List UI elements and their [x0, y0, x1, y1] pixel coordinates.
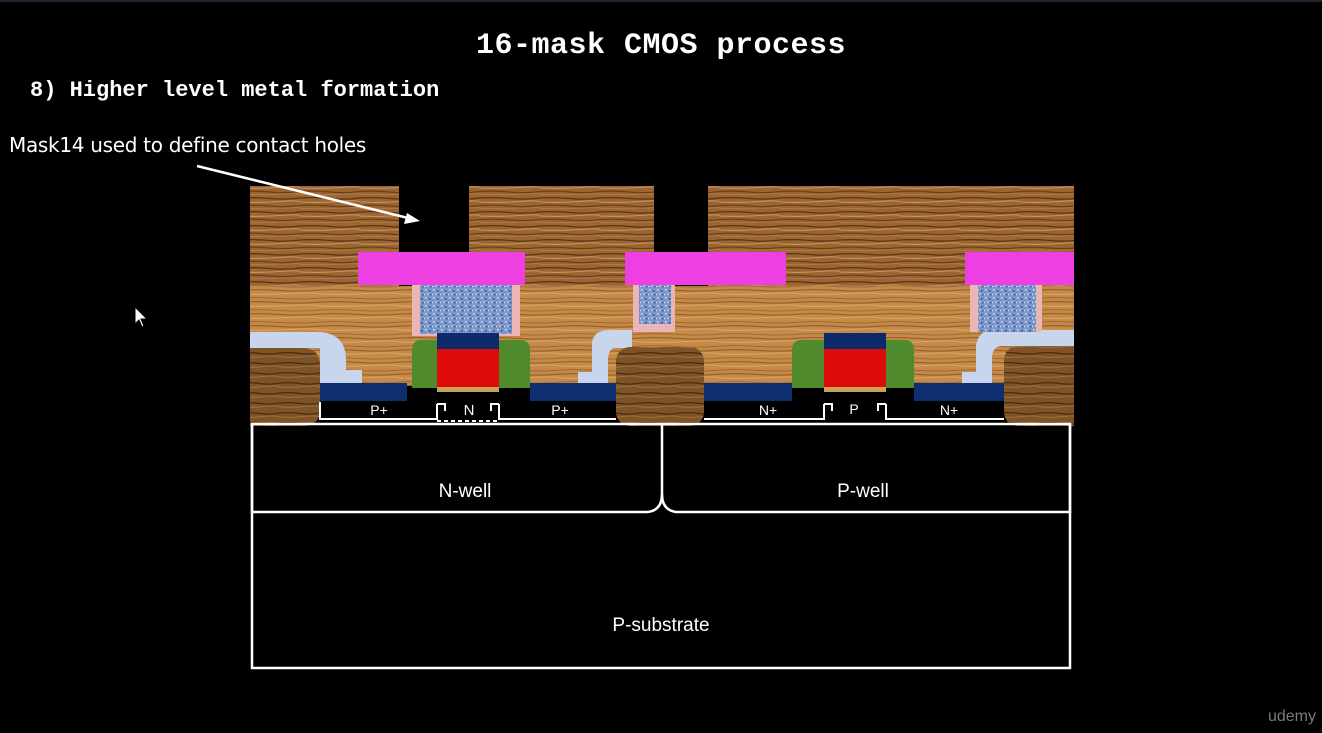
label-n-channel: N — [464, 402, 475, 419]
metal-pad-left — [358, 252, 525, 285]
via-plug-right — [978, 284, 1036, 332]
nmos-gate-poly — [824, 347, 886, 388]
pmos-gate-poly — [437, 347, 499, 388]
label-nplus-left: N+ — [759, 402, 777, 418]
window-top-border — [0, 0, 1322, 2]
metal-pad-right — [965, 252, 1074, 285]
via-plug-middle — [639, 284, 671, 324]
pmos-gate-oxide — [437, 387, 499, 392]
annotation-arrow — [196, 164, 420, 224]
via-plug-pmos-gate — [420, 284, 512, 334]
metal2-pads — [358, 252, 1074, 285]
via-plugs — [420, 284, 1036, 334]
pwell-outline — [660, 424, 1072, 514]
nmos-gate-stack — [792, 333, 914, 392]
pmos-gate-stack — [412, 333, 530, 392]
mask14-annotation: Mask14 used to define contact holes — [9, 133, 367, 157]
label-pwell: P-well — [837, 481, 889, 502]
udemy-watermark: udemy — [1267, 708, 1316, 725]
label-p-channel: P — [849, 401, 858, 417]
nmos-gate-top — [824, 333, 886, 349]
oxide-liner — [250, 330, 1074, 384]
metal-pad-middle — [625, 252, 786, 285]
pmos-gate-top — [437, 333, 499, 349]
mouse-cursor-icon — [134, 306, 149, 328]
label-substrate: P-substrate — [612, 615, 709, 636]
label-nwell: N-well — [439, 481, 492, 502]
label-pplus-right: P+ — [551, 402, 569, 418]
field-oxide-blocks — [250, 346, 1074, 426]
label-pplus-left: P+ — [370, 402, 388, 418]
slide-title: 16-mask CMOS process — [475, 29, 847, 63]
source-drain-contacts — [320, 383, 1004, 402]
well-outlines — [250, 422, 1072, 670]
nmos-gate-oxide — [824, 387, 886, 392]
diffusion-outlines — [319, 402, 1004, 420]
step-heading: 8) Higher level metal formation — [30, 78, 440, 103]
label-nplus-right: N+ — [940, 402, 958, 418]
substrate-outline — [250, 422, 1072, 670]
